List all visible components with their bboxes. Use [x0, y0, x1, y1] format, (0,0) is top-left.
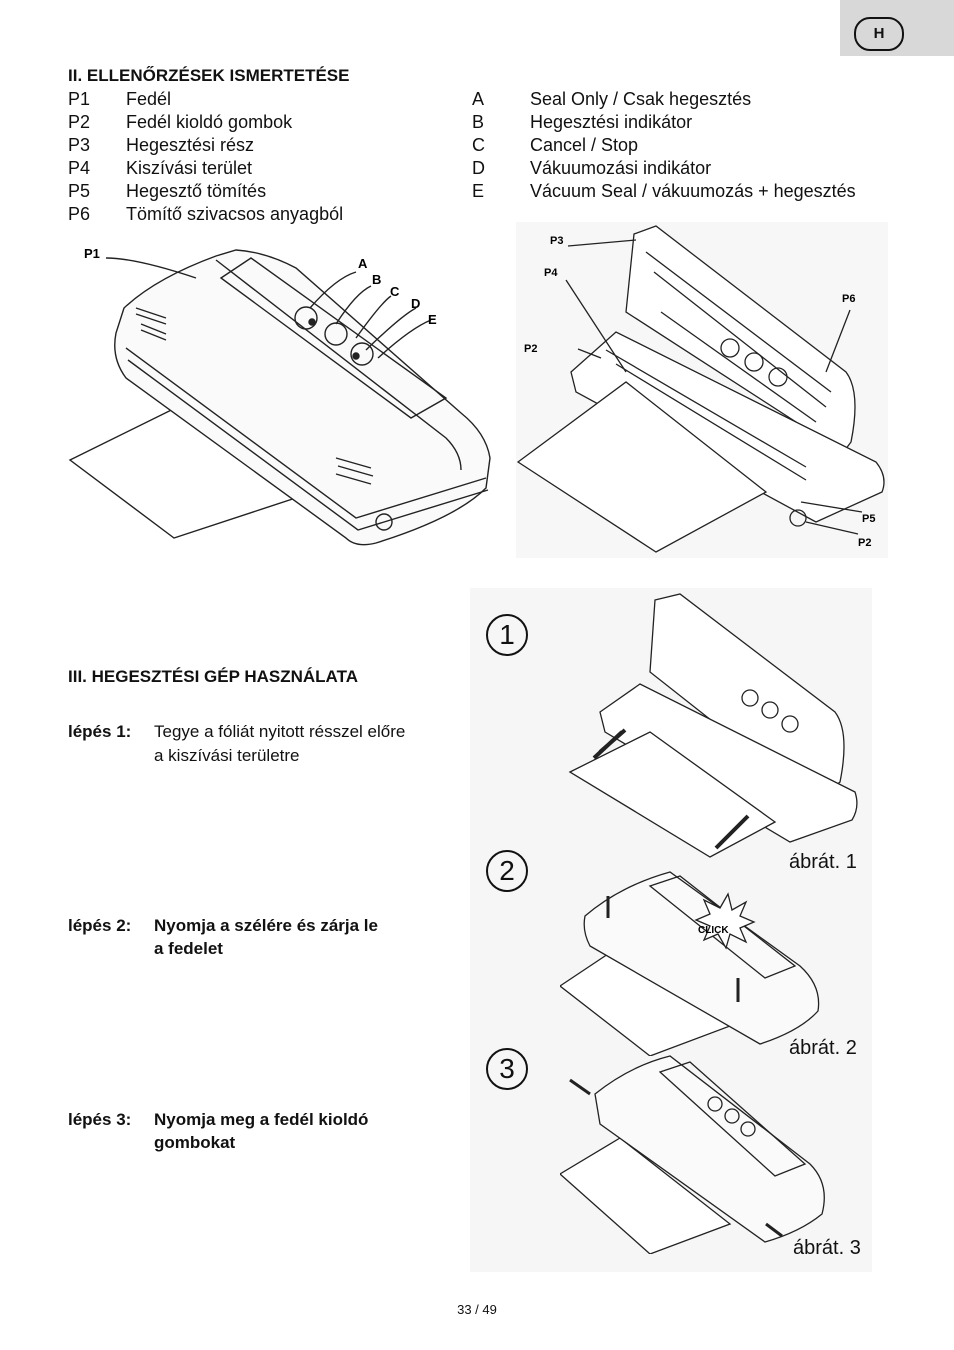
item-code: P2: [68, 112, 91, 132]
list-item: A Seal Only / Csak hegesztés: [472, 88, 912, 111]
label-b: B: [372, 272, 381, 287]
label-p3: P3: [550, 235, 563, 247]
language-tab: H: [840, 0, 954, 56]
item-text: Vácuum Seal / vákuumozás + hegesztés: [530, 181, 856, 201]
item-code: C: [472, 135, 485, 155]
list-item: C Cancel / Stop: [472, 134, 912, 157]
list-item: P3 Hegesztési rész: [68, 134, 448, 157]
list-item: P5 Hegesztő tömítés: [68, 180, 448, 203]
open-sealer-illustration: P3 P4 P6 P2 P5 P2: [516, 222, 888, 558]
list-item: E Vácuum Seal / vákuumozás + hegesztés: [472, 180, 912, 203]
item-code: P5: [68, 181, 91, 201]
item-code: P4: [68, 158, 91, 178]
closed-sealer-illustration: P1 A B C D E: [68, 246, 491, 546]
label-p1: P1: [84, 246, 100, 261]
label-p2-left: P2: [524, 343, 537, 355]
click-label: CLICK: [698, 925, 729, 936]
label-p4: P4: [544, 267, 558, 279]
step-number-2: 2: [486, 850, 528, 892]
step-2-line2: a fedelet: [154, 939, 223, 958]
item-text: Cancel / Stop: [530, 135, 639, 155]
figure-3-caption: ábrát. 3: [793, 1237, 861, 1259]
item-code: P1: [68, 89, 91, 109]
item-text: Seal Only / Csak hegesztés: [530, 89, 752, 109]
item-code: P6: [68, 204, 91, 224]
label-a: A: [358, 256, 368, 271]
parts-list: P1 Fedél P2 Fedél kioldó gombok P3 Hegeszté…: [68, 88, 448, 226]
step-1-illustration: [568, 593, 858, 858]
controls-list: A Seal Only / Csak hegesztés B Hegesztési …: [472, 88, 912, 203]
list-item: P1 Fedél: [68, 88, 448, 111]
step-2-line1: Nyomja a szélére és zárja le: [154, 916, 378, 935]
list-item: D Vákuumozási indikátor: [472, 157, 912, 180]
list-item: P6 Tömítő szivacsos anyagból: [68, 203, 448, 226]
item-text: Hegesztési rész: [126, 135, 255, 155]
item-text: Fedél: [126, 89, 172, 109]
step-2-label: lépés 2:: [68, 916, 132, 935]
item-text: Tömítő szivacsos anyagból: [126, 204, 344, 224]
item-text: Vákuumozási indikátor: [530, 158, 712, 178]
step-3-illustration: [560, 1055, 825, 1254]
item-text: Hegesztési indikátor: [530, 112, 693, 132]
label-p6: P6: [842, 293, 855, 305]
item-text: Fedél kioldó gombok: [126, 112, 293, 132]
section-3-title: III. HEGESZTÉSI GÉP HASZNÁLATA: [68, 667, 358, 686]
step-1-line1: Tegye a fóliát nyitott résszel előre: [154, 722, 406, 741]
item-text: Hegesztő tömítés: [126, 181, 267, 201]
step-number-3: 3: [486, 1048, 528, 1090]
label-e: E: [428, 312, 437, 327]
step-number-1: 1: [486, 614, 528, 656]
step-1-line2: a kiszívási területre: [154, 746, 300, 765]
label-p5: P5: [862, 513, 875, 525]
item-code: D: [472, 158, 485, 178]
item-text: Kiszívási terület: [126, 158, 253, 178]
item-code: E: [472, 181, 485, 201]
figure-2-caption: ábrát. 2: [789, 1037, 857, 1059]
step-3-line2: gombokat: [154, 1133, 236, 1152]
figure-1-caption: ábrát. 1: [789, 851, 857, 873]
list-item: P4 Kiszívási terület: [68, 157, 448, 180]
step-3-label: lépés 3:: [68, 1110, 132, 1129]
step-1-label: lépés 1:: [68, 722, 132, 741]
item-code: A: [472, 89, 485, 109]
label-d: D: [411, 296, 420, 311]
label-c: C: [390, 284, 400, 299]
step-3-line1: Nyomja meg a fedél kioldó: [154, 1110, 369, 1129]
page-number: 33 / 49: [457, 1302, 497, 1317]
language-badge: H: [854, 17, 904, 51]
item-code: P3: [68, 135, 91, 155]
list-item: P2 Fedél kioldó gombok: [68, 111, 448, 134]
step-2-illustration: CLICK: [560, 871, 820, 1056]
label-p2-right: P2: [858, 537, 871, 549]
list-item: B Hegesztési indikátor: [472, 111, 912, 134]
item-code: B: [472, 112, 485, 132]
section-2-title: II. ELLENŐRZÉSEK ISMERTETÉSE: [68, 66, 350, 85]
